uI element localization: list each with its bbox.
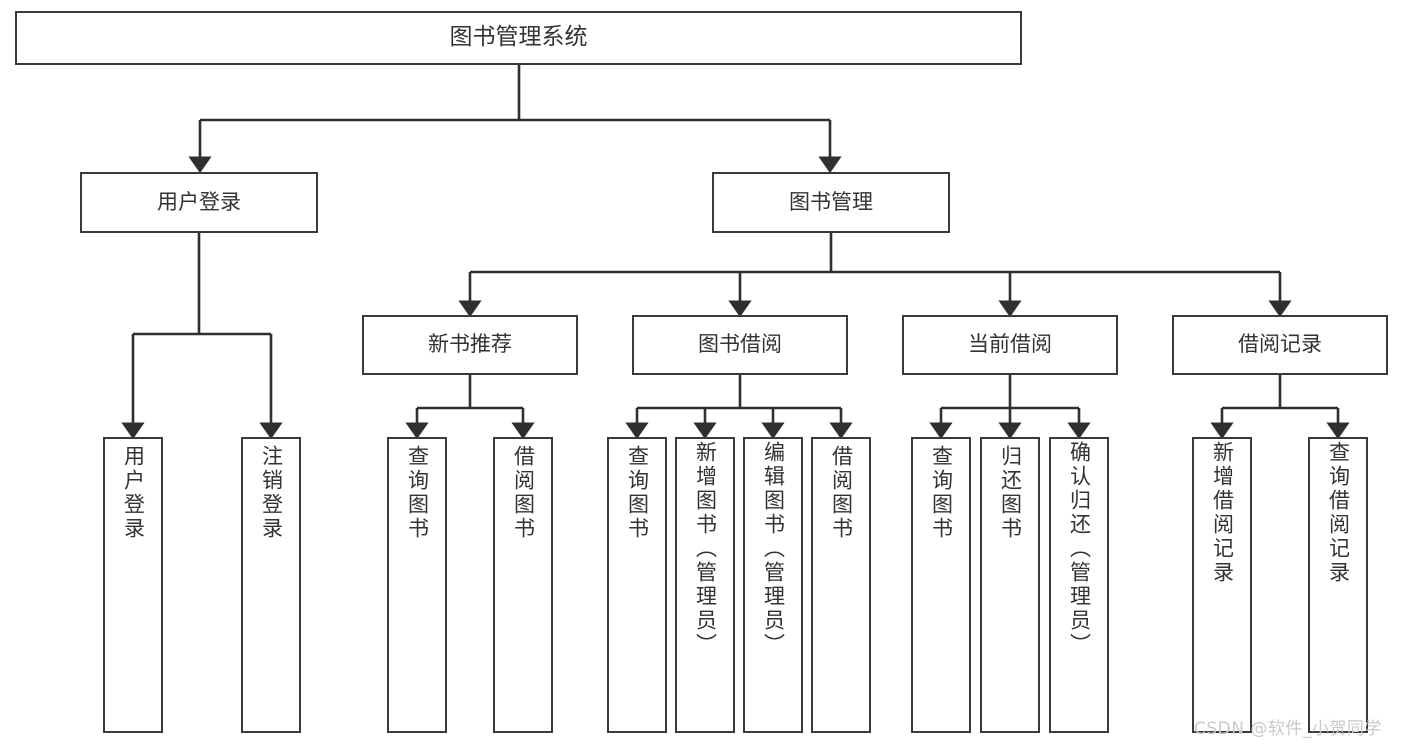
node-leaf-user-login-label: 用户登录 <box>121 445 146 541</box>
node-borrow-record[interactable]: 借阅记录 <box>1172 315 1388 375</box>
node-leaf-add-book[interactable]: 新增图书（管理员） <box>675 437 735 733</box>
node-user-login[interactable]: 用户登录 <box>80 172 318 233</box>
node-current-borrow-label: 当前借阅 <box>968 332 1052 357</box>
node-root-system[interactable]: 图书管理系统 <box>15 11 1022 65</box>
node-leaf-edit-book[interactable]: 编辑图书（管理员） <box>743 437 803 733</box>
node-book-borrow[interactable]: 图书借阅 <box>632 315 848 375</box>
node-leaf-query-book-2-label: 查询图书 <box>625 445 650 541</box>
node-leaf-edit-book-label: 编辑图书（管理员） <box>761 441 786 657</box>
node-leaf-add-book-label: 新增图书（管理员） <box>693 441 718 657</box>
node-leaf-logout-login[interactable]: 注销登录 <box>241 437 301 733</box>
node-leaf-borrow-book-1-label: 借阅图书 <box>511 445 536 541</box>
node-leaf-query-book-1[interactable]: 查询图书 <box>387 437 447 733</box>
node-current-borrow[interactable]: 当前借阅 <box>902 315 1118 375</box>
node-new-book-recommend[interactable]: 新书推荐 <box>362 315 578 375</box>
node-leaf-add-record[interactable]: 新增借阅记录 <box>1192 437 1252 733</box>
node-leaf-add-record-label: 新增借阅记录 <box>1210 441 1235 585</box>
node-leaf-user-login[interactable]: 用户登录 <box>103 437 163 733</box>
node-leaf-logout-login-label: 注销登录 <box>259 445 284 541</box>
node-leaf-borrow-book-2[interactable]: 借阅图书 <box>811 437 871 733</box>
node-leaf-borrow-book-1[interactable]: 借阅图书 <box>493 437 553 733</box>
node-leaf-return-book-label: 归还图书 <box>998 445 1023 541</box>
node-leaf-borrow-book-2-label: 借阅图书 <box>829 445 854 541</box>
node-leaf-query-record[interactable]: 查询借阅记录 <box>1308 437 1368 733</box>
node-leaf-query-record-label: 查询借阅记录 <box>1326 441 1351 585</box>
node-book-management-label: 图书管理 <box>789 189 873 214</box>
node-leaf-query-book-1-label: 查询图书 <box>405 445 430 541</box>
node-new-book-recommend-label: 新书推荐 <box>428 332 512 357</box>
node-leaf-return-book[interactable]: 归还图书 <box>980 437 1040 733</box>
node-leaf-query-book-3[interactable]: 查询图书 <box>911 437 971 733</box>
node-borrow-record-label: 借阅记录 <box>1238 332 1322 357</box>
node-leaf-query-book-2[interactable]: 查询图书 <box>607 437 667 733</box>
node-leaf-query-book-3-label: 查询图书 <box>929 445 954 541</box>
csdn-watermark: CSDN @软件_小贺同学 <box>1194 719 1382 739</box>
node-leaf-confirm-return[interactable]: 确认归还（管理员） <box>1049 437 1109 733</box>
node-book-borrow-label: 图书借阅 <box>698 332 782 357</box>
node-user-login-label: 用户登录 <box>157 189 241 214</box>
node-root-system-label: 图书管理系统 <box>449 24 588 51</box>
node-book-management[interactable]: 图书管理 <box>712 172 950 233</box>
node-leaf-confirm-return-label: 确认归还（管理员） <box>1067 441 1092 657</box>
